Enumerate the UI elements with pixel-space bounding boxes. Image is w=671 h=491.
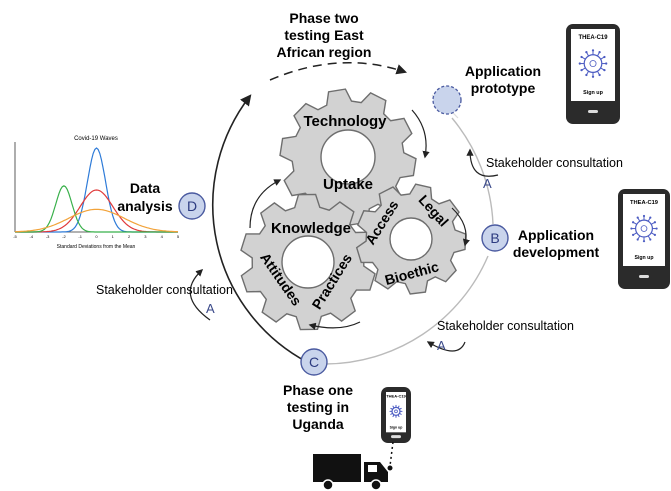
marker-c-label: C <box>309 354 319 370</box>
phase-two-line2: testing East <box>284 27 364 43</box>
marker-b-circle <box>481 224 509 252</box>
covid-waves-chart: Covid-19 Waves -5 -4 -3 -2 -1 0 1 2 3 4 5 Standard… <box>13 136 180 250</box>
marker-b: B <box>481 224 509 252</box>
phone-prototype-signup-button: Sign up <box>583 90 603 96</box>
phone-prototype-app-name: THEA-C19 <box>578 35 608 41</box>
chart-tick-label: -2 <box>62 234 66 239</box>
cycle-arc-right <box>451 117 494 225</box>
stakeholder-label-bottom: Stakeholder consultation <box>437 319 574 333</box>
gear-arrow-1 <box>411 109 430 159</box>
phone-development-app-name: THEA-C19 <box>630 200 658 206</box>
marker-d-circle <box>178 192 206 220</box>
stakeholder-label-left: Stakeholder consultation <box>96 283 233 297</box>
truck-signal-line <box>389 441 394 467</box>
gear-label-technology: Technology <box>303 113 387 130</box>
chart-series-line-3 <box>15 185 178 233</box>
marker-d-label: D <box>187 198 197 214</box>
gears-group <box>240 88 467 331</box>
chart-tick-label: 3 <box>144 234 147 239</box>
a-marker-top: A <box>483 176 492 191</box>
chart-tick-label: 1 <box>112 234 115 239</box>
data-analysis-line2: analysis <box>117 198 172 214</box>
chart-series <box>14 147 179 233</box>
chart-tick-label: 5 <box>177 234 180 239</box>
application-development-line2: development <box>513 244 600 260</box>
application-prototype-line1: Application <box>465 63 541 79</box>
cycle-arc-bottom <box>324 255 489 365</box>
gear-arrow-2 <box>451 207 470 247</box>
a-marker-bottom: A <box>437 338 446 353</box>
application-development-line1: Application <box>518 227 594 243</box>
gear-arrow-4 <box>249 179 282 229</box>
gear-arrow-3 <box>308 321 361 330</box>
marker-c: C <box>300 348 328 376</box>
chart-series-line-4 <box>14 208 179 233</box>
chart-tick-label: -5 <box>13 234 17 239</box>
marker-c-circle <box>300 348 328 376</box>
chart-tick-label: -1 <box>78 234 82 239</box>
phone-phase-one-virus-icon <box>389 404 403 418</box>
phase-one-line1: Phase one <box>283 382 353 398</box>
consult-arrow-left <box>189 269 211 321</box>
phone-development-home-button <box>639 275 649 278</box>
phone-phase-one-signup-button: Sign up <box>390 425 403 429</box>
phase-two-dashed-arrow <box>269 61 407 81</box>
phone-prototype-home-button <box>588 110 598 113</box>
chart-tick-label: 0 <box>95 234 98 239</box>
application-prototype-line2: prototype <box>471 80 536 96</box>
data-analysis-line1: Data <box>130 180 161 196</box>
phase-one-line3: Uganda <box>292 416 344 432</box>
marker-d: D <box>178 192 206 220</box>
phase-two-line3: African region <box>277 44 372 60</box>
truck-window <box>368 465 377 472</box>
consult-arrow-top <box>466 148 499 177</box>
chart-tick-label: -3 <box>46 234 50 239</box>
consult-arrow-bottom <box>426 341 466 352</box>
truck-wheel-front <box>370 479 382 491</box>
gear-label-knowledge: Knowledge <box>271 220 351 237</box>
a-marker-left: A <box>206 301 215 316</box>
chart-title: Covid-19 Waves <box>74 136 118 142</box>
marker-b-label: B <box>490 230 499 246</box>
gear-left-hole <box>281 235 335 289</box>
phase-one-line2: testing in <box>287 399 349 415</box>
gear-label-uptake: Uptake <box>323 176 373 193</box>
gear-right-hole <box>389 217 433 261</box>
phone-prototype-virus-icon <box>578 49 608 78</box>
phone-development-virus-icon <box>630 214 658 243</box>
phone-phase-one-app-name: THEA-C19 <box>386 394 406 399</box>
phase-two-line1: Phase two <box>289 10 358 26</box>
chart-xlabel: Standard Deviations from the Mean <box>57 244 136 250</box>
chart-tick-label: 4 <box>161 234 164 239</box>
truck-wheel-rear <box>322 479 334 491</box>
phone-phase-one-home-button <box>391 435 401 439</box>
prototype-dashed-circle <box>432 85 462 115</box>
chart-tick-label: -4 <box>30 234 34 239</box>
chart-tick-label: 2 <box>128 234 131 239</box>
truck-signal-dot <box>387 465 393 471</box>
truck-icon <box>313 454 388 491</box>
phone-development-signup-button: Sign up <box>634 255 653 261</box>
truck-cargo <box>313 454 361 482</box>
cycle-arc-left <box>212 94 308 363</box>
chart-tick-labels: -5 -4 -3 -2 -1 0 1 2 3 4 5 <box>13 234 180 239</box>
stakeholder-label-top: Stakeholder consultation <box>486 156 623 170</box>
gear-top-hole <box>320 129 376 185</box>
